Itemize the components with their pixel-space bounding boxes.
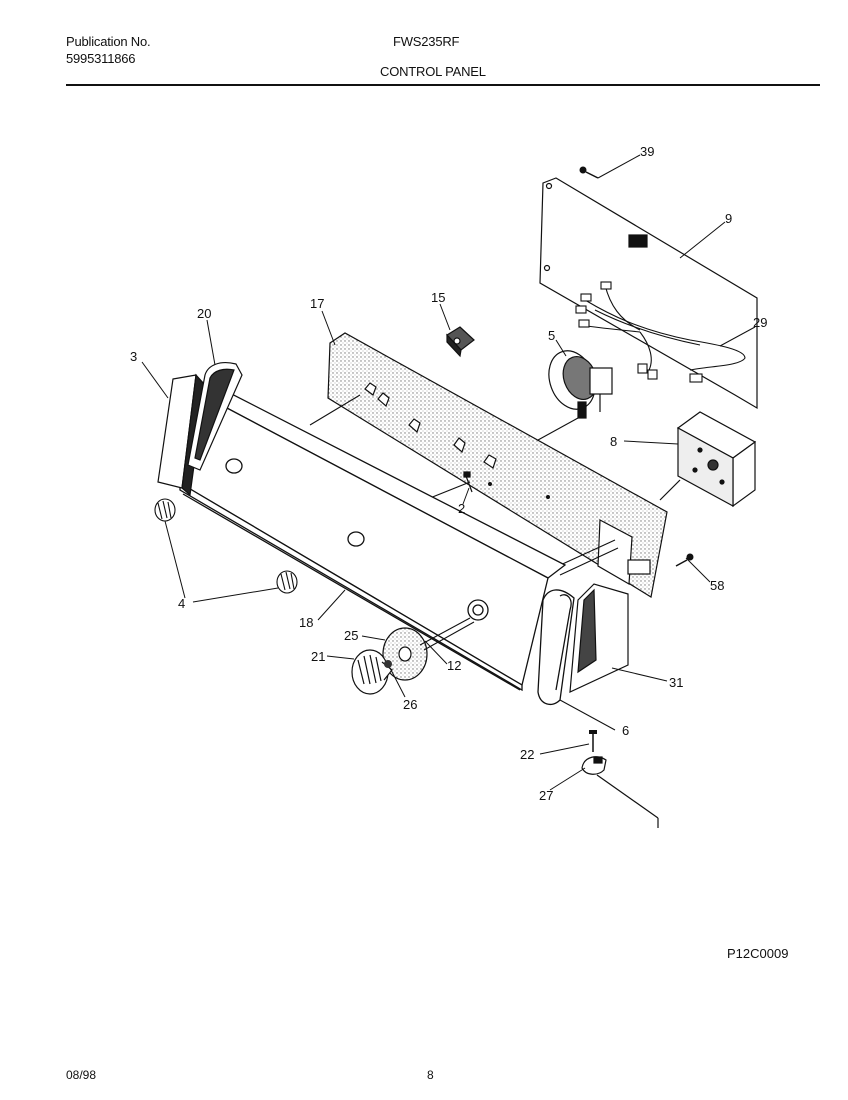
leader-lines <box>141 154 756 791</box>
callout-15: 15 <box>431 290 445 305</box>
callout-25: 25 <box>344 628 358 643</box>
part-2-hook <box>463 471 473 493</box>
callout-26: 26 <box>403 697 417 712</box>
section-title: CONTROL PANEL <box>380 64 486 79</box>
callout-9: 9 <box>725 211 732 226</box>
part-27-clip <box>581 756 659 828</box>
model-number: FWS235RF <box>393 34 460 49</box>
callout-29: 29 <box>753 315 767 330</box>
callout-22: 22 <box>520 747 534 762</box>
callout-17: 17 <box>310 296 324 311</box>
part-4-knobs <box>154 498 298 594</box>
callout-5: 5 <box>548 328 555 343</box>
part-21-timer-knob <box>351 649 393 695</box>
callout-20: 20 <box>197 306 211 321</box>
callout-12: 12 <box>447 658 461 673</box>
callout-58: 58 <box>710 578 724 593</box>
part-31-right-bracket <box>569 583 629 693</box>
callout-6: 6 <box>622 723 629 738</box>
part-26-clip <box>384 660 392 668</box>
part-8-control-board <box>659 411 757 508</box>
page-number: 8 <box>427 1068 434 1082</box>
part-58-screw <box>675 553 694 567</box>
callout-21: 21 <box>311 649 325 664</box>
callout-31: 31 <box>669 675 683 690</box>
callout-4: 4 <box>178 596 185 611</box>
header-rule <box>66 84 820 86</box>
figure-code: P12C0009 <box>727 946 789 961</box>
callout-27: 27 <box>539 788 553 803</box>
callout-39: 39 <box>640 144 654 159</box>
callout-labels: 39 9 17 15 20 29 3 5 8 2 58 4 18 25 21 1… <box>130 144 767 803</box>
part-5-timer <box>548 350 613 419</box>
part-25-dial-skirt <box>382 627 428 681</box>
part-39-screw <box>579 166 599 179</box>
part-15-switch <box>446 326 475 358</box>
callout-18: 18 <box>299 615 313 630</box>
part-20-left-bracket <box>187 362 243 471</box>
part-9-back-shield <box>539 177 758 410</box>
callout-8: 8 <box>610 434 617 449</box>
part-29-wire-harness <box>575 281 746 383</box>
publication-number: 5995311866 <box>66 51 136 66</box>
part-18-console <box>179 387 567 692</box>
publication-date: 08/98 <box>66 1068 97 1082</box>
part-17-panel-back <box>327 332 668 598</box>
part-6-right-end-cap <box>537 589 575 706</box>
callout-2: 2 <box>458 501 465 516</box>
part-12-shaft <box>419 617 475 651</box>
publication-label: Publication No. <box>66 34 151 49</box>
callout-3: 3 <box>130 349 137 364</box>
part-22-screw <box>589 730 597 752</box>
